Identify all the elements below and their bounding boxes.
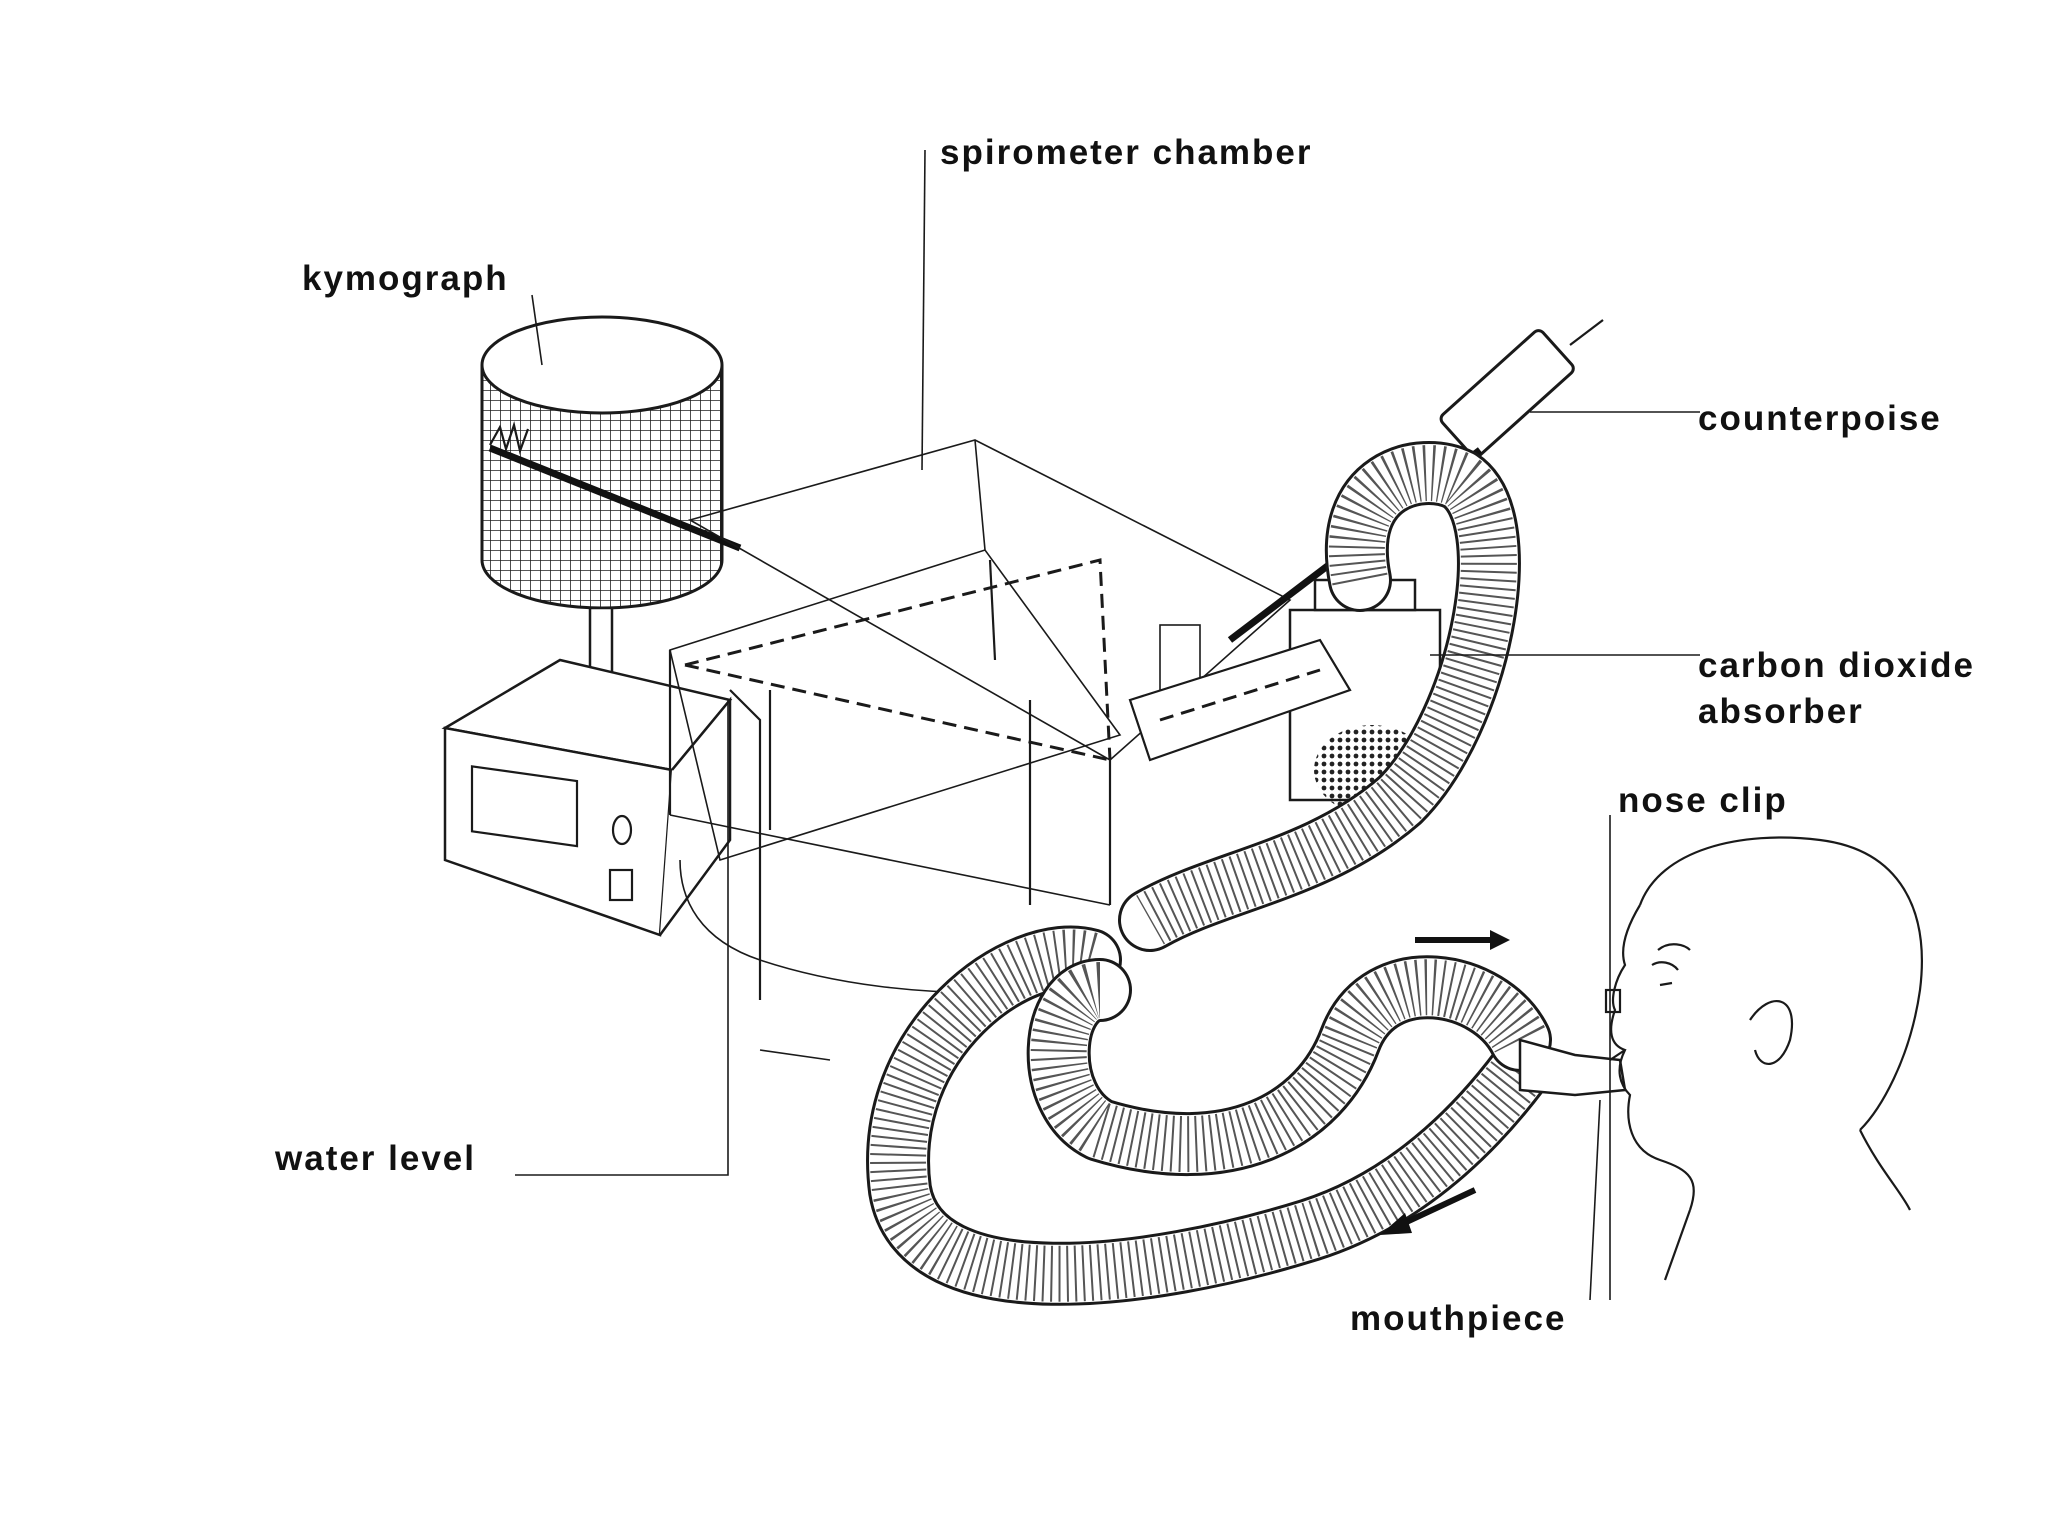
label-carbon-dioxide: carbon dioxide <box>1698 646 1975 685</box>
label-nose-clip: nose clip <box>1618 781 1788 820</box>
label-spirometer-chamber: spirometer chamber <box>940 133 1313 172</box>
leader-lines <box>515 149 1700 1301</box>
flow-arrow-exhale <box>1380 1187 1477 1235</box>
inspiratory-tube <box>866 925 1552 1306</box>
kymograph-motor-box <box>441 658 733 937</box>
label-counterpoise: counterpoise <box>1698 399 1942 438</box>
nose-clip <box>1604 825 1622 1300</box>
label-water-level: water level <box>274 1139 476 1178</box>
subject-head <box>1609 836 1923 1281</box>
label-mouthpiece: mouthpiece <box>1350 1299 1566 1338</box>
absorber-loop-tube <box>1118 441 1521 952</box>
flow-arrow-inhale <box>1415 930 1510 950</box>
expiratory-tube <box>1026 955 1552 1176</box>
kymograph-drum <box>480 315 742 610</box>
label-kymograph: kymograph <box>302 259 509 298</box>
spirometer-tank <box>668 549 1122 1000</box>
label-absorber: absorber <box>1698 692 1864 731</box>
